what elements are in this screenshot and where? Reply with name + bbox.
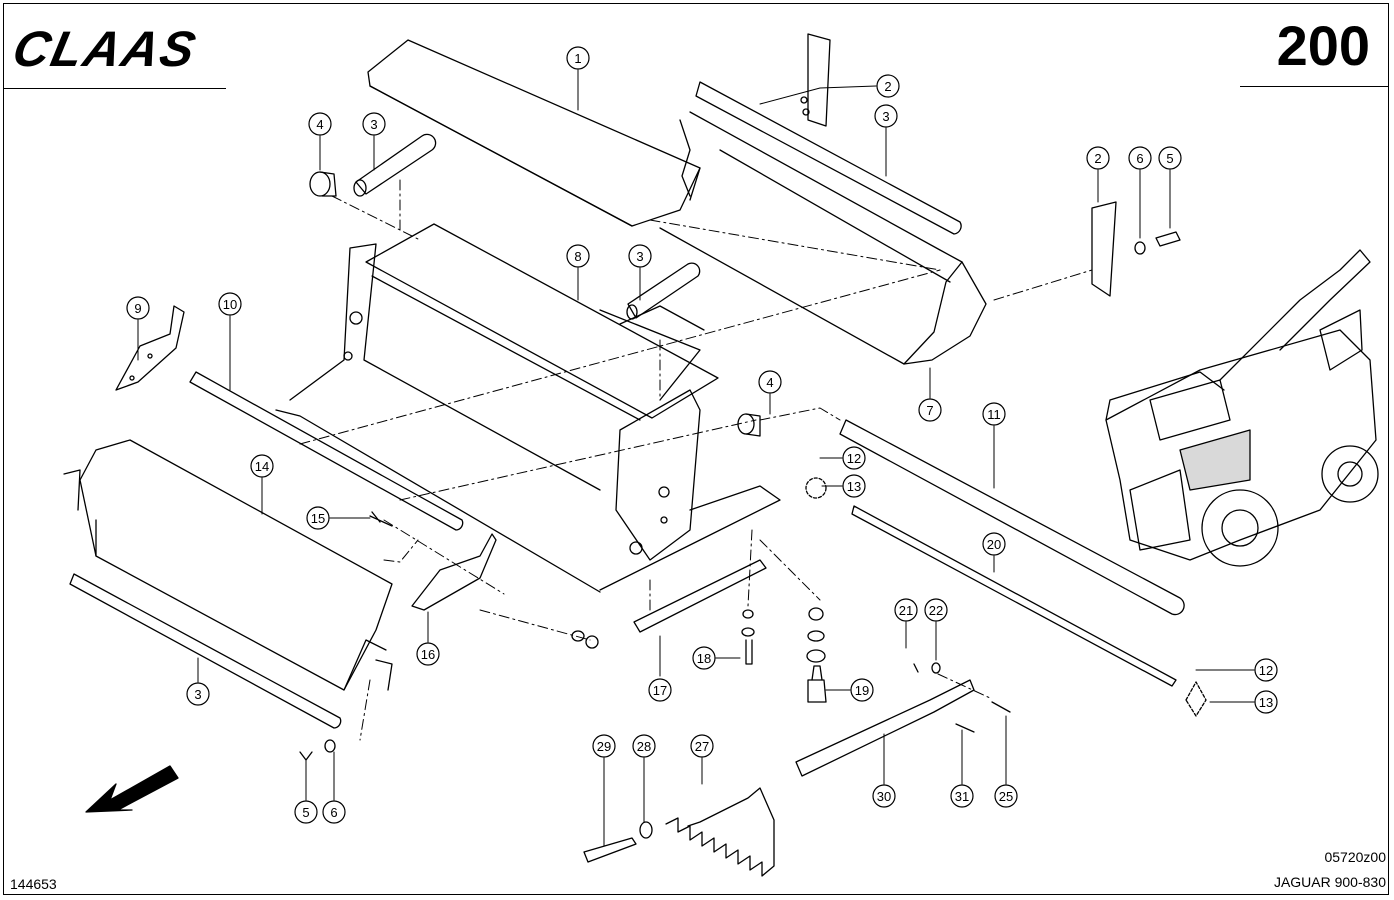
part-27-spring <box>665 787 775 877</box>
callout-22: 22 <box>929 603 943 618</box>
callout-15: 15 <box>311 511 325 526</box>
drawing-number: 144653 <box>10 876 57 892</box>
callout-29: 29 <box>597 739 611 754</box>
part-4-bushing-right <box>737 413 761 437</box>
part-7-housing <box>659 111 987 365</box>
part-3-rod-middle <box>626 262 701 320</box>
header-rule-left <box>4 88 226 89</box>
part-3-rod-upper <box>353 133 437 197</box>
callout-8: 8 <box>574 249 581 264</box>
callout-21: 21 <box>899 603 913 618</box>
part-14-housing <box>63 439 393 691</box>
callout-labels: 1 2 3 4 3 2 6 5 8 3 9 10 4 7 11 12 13 14… <box>134 51 1273 820</box>
callout-12: 12 <box>1259 663 1273 678</box>
callout-20: 20 <box>987 537 1001 552</box>
part-3-rod-lower <box>69 573 342 729</box>
callout-2: 2 <box>884 79 891 94</box>
callout-12: 12 <box>847 451 861 466</box>
model-label: JAGUAR 900-830 <box>1273 874 1386 890</box>
callout-13: 13 <box>847 479 861 494</box>
part-8-frame <box>275 223 781 593</box>
callout-6: 6 <box>1136 151 1143 166</box>
callout-30: 30 <box>877 789 891 804</box>
callout-17: 17 <box>653 683 667 698</box>
callout-18: 18 <box>697 651 711 666</box>
part-17-strip <box>633 559 767 633</box>
callout-7: 7 <box>926 403 933 418</box>
callout-3: 3 <box>636 249 643 264</box>
callout-3: 3 <box>194 687 201 702</box>
part-20-shaft <box>851 505 1177 687</box>
part-3-rod-right <box>695 81 962 235</box>
callout-3: 3 <box>882 109 889 124</box>
callout-28: 28 <box>637 739 651 754</box>
forage-harvester-illustration <box>1105 249 1379 567</box>
part-2-bracket-upper <box>800 33 831 127</box>
callout-2: 2 <box>1094 151 1101 166</box>
callout-25: 25 <box>999 789 1013 804</box>
callout-9: 9 <box>134 301 141 316</box>
header-rule-right <box>1240 86 1388 87</box>
page-number: 200 <box>1276 14 1370 77</box>
callout-19: 19 <box>855 683 869 698</box>
callout-6: 6 <box>330 805 337 820</box>
callout-31: 31 <box>955 789 969 804</box>
callout-4: 4 <box>766 375 773 390</box>
assembly-guide-lines <box>299 179 1093 741</box>
part-4-bushing-left <box>309 171 337 197</box>
part-29-bolt <box>583 821 653 863</box>
figure-code: 05720z00 <box>1324 849 1386 865</box>
fasteners <box>299 477 1207 761</box>
callout-4: 4 <box>316 117 323 132</box>
callout-3: 3 <box>370 117 377 132</box>
callout-27: 27 <box>695 739 709 754</box>
callout-1: 1 <box>574 51 581 66</box>
callout-10: 10 <box>223 297 237 312</box>
part-30-lever <box>795 679 975 777</box>
callout-11: 11 <box>987 407 1001 422</box>
callout-leaders <box>137 69 1255 847</box>
callout-5: 5 <box>302 805 309 820</box>
callout-14: 14 <box>255 459 269 474</box>
page-border <box>3 3 1389 895</box>
direction-arrow <box>85 765 179 813</box>
part-11-rod <box>839 419 1185 616</box>
part-9-plate <box>115 305 185 391</box>
callout-13: 13 <box>1259 695 1273 710</box>
callout-5: 5 <box>1166 151 1173 166</box>
part-10-rod <box>189 371 464 531</box>
part-16-plate <box>411 533 497 611</box>
part-2-bracket-right <box>1091 201 1181 297</box>
part-1-cover <box>367 39 701 227</box>
callout-16: 16 <box>421 647 435 662</box>
callout-markers <box>126 46 1278 824</box>
